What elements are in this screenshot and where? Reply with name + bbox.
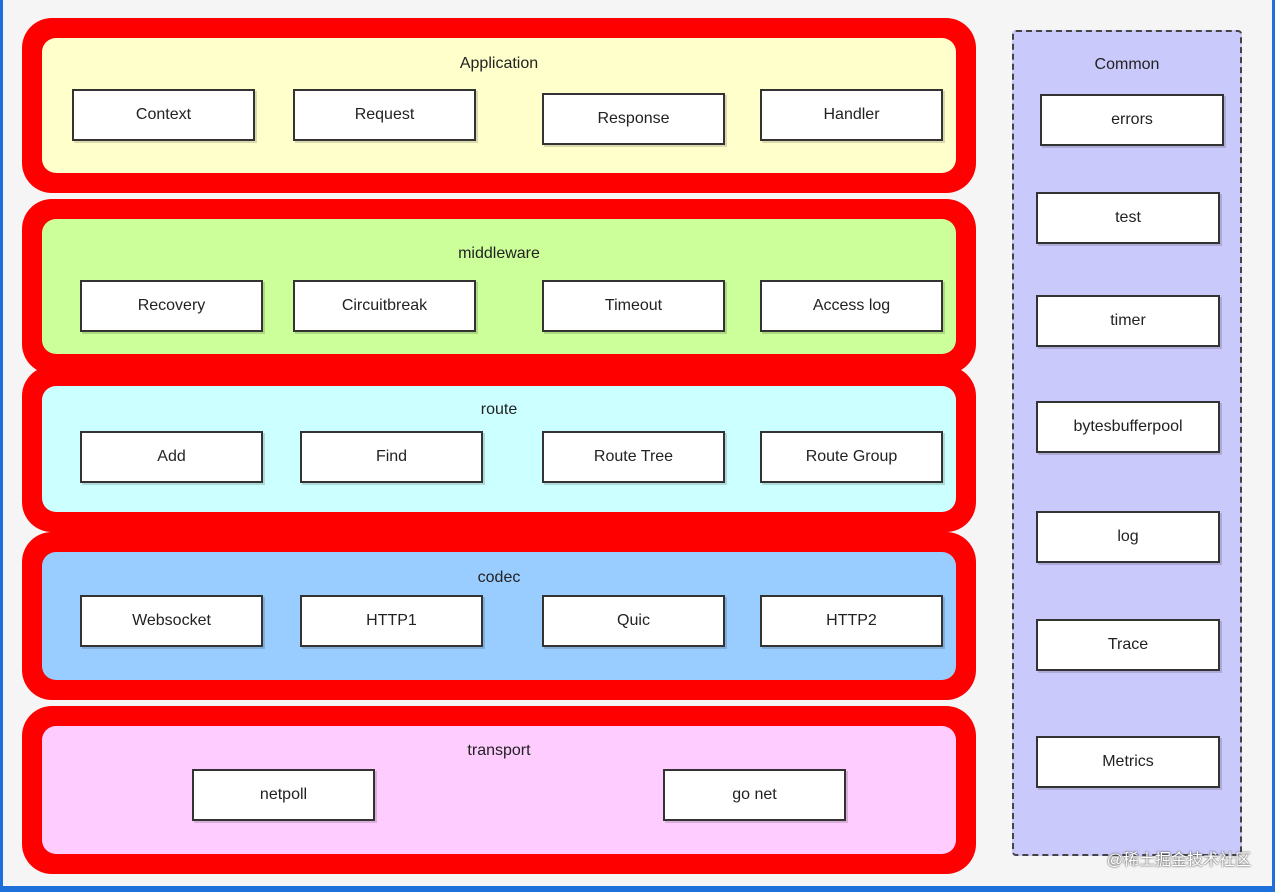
common-panel: Common errors test timer bytesbufferpool…: [1012, 30, 1242, 856]
route-tree-box: Route Tree: [542, 431, 725, 483]
netpoll-box: netpoll: [192, 769, 375, 821]
codec-layer: codec Websocket HTTP1 Quic HTTP2: [22, 532, 976, 700]
websocket-box: Websocket: [80, 595, 263, 647]
log-box: log: [1036, 511, 1220, 563]
application-layer: Application Context Request Response Han…: [22, 18, 976, 193]
trace-box: Trace: [1036, 619, 1220, 671]
application-layer-panel: Application Context Request Response Han…: [42, 38, 956, 173]
timeout-box: Timeout: [542, 280, 725, 332]
route-group-box: Route Group: [760, 431, 943, 483]
quic-box: Quic: [542, 595, 725, 647]
codec-layer-title: codec: [477, 569, 521, 586]
recovery-box: Recovery: [80, 280, 263, 332]
route-layer: route Add Find Route Tree Route Group: [22, 366, 976, 532]
http1-box: HTTP1: [300, 595, 483, 647]
bytesbufferpool-box: bytesbufferpool: [1036, 401, 1220, 453]
middleware-layer: middleware Recovery Circuitbreak Timeout…: [22, 199, 976, 374]
transport-layer: transport netpoll go net: [22, 706, 976, 874]
transport-layer-title: transport: [467, 742, 531, 759]
request-box: Request: [293, 89, 476, 141]
context-box: Context: [72, 89, 255, 141]
test-box: test: [1036, 192, 1220, 244]
route-layer-title: route: [480, 401, 518, 418]
handler-box: Handler: [760, 89, 943, 141]
route-layer-panel: route Add Find Route Tree Route Group: [42, 386, 956, 512]
middleware-layer-title: middleware: [458, 245, 540, 262]
timer-box: timer: [1036, 295, 1220, 347]
find-box: Find: [300, 431, 483, 483]
codec-layer-panel: codec Websocket HTTP1 Quic HTTP2: [42, 552, 956, 680]
transport-layer-panel: transport netpoll go net: [42, 726, 956, 854]
add-box: Add: [80, 431, 263, 483]
application-layer-title: Application: [459, 55, 539, 72]
response-box: Response: [542, 93, 725, 145]
errors-box: errors: [1040, 94, 1224, 146]
access-log-box: Access log: [760, 280, 943, 332]
middleware-layer-panel: middleware Recovery Circuitbreak Timeout…: [42, 219, 956, 354]
common-panel-title: Common: [1094, 56, 1160, 73]
go-net-box: go net: [663, 769, 846, 821]
circuitbreak-box: Circuitbreak: [293, 280, 476, 332]
watermark: @稀土掘金技术社区: [1106, 852, 1251, 869]
http2-box: HTTP2: [760, 595, 943, 647]
metrics-box: Metrics: [1036, 736, 1220, 788]
